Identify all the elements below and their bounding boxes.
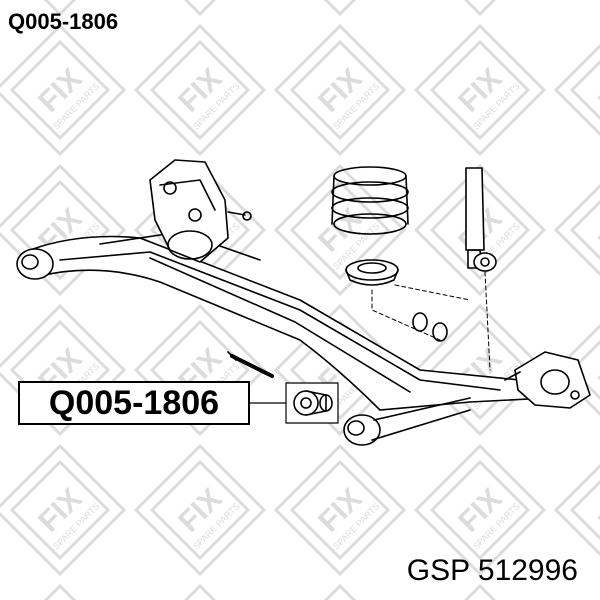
right-hub-bracket [504,351,591,409]
bushing-part [285,382,339,424]
part-code-callout: Q005-1806 [18,381,250,425]
suspension-drawing [16,159,591,446]
part-code-title: Q005-1806 [8,9,119,34]
small-bushings [412,312,448,342]
spring-seat [345,259,399,286]
shock-absorber [465,167,497,272]
cross-reference-code: GSP 512996 [406,554,578,587]
coil-spring [331,166,409,235]
mounting-bolt [227,351,274,378]
left-hub-bracket [149,159,252,263]
left-bushing-end [16,248,54,280]
assembly-lines [371,271,491,371]
axle-beam [29,231,549,411]
right-bushing-end [343,397,471,446]
